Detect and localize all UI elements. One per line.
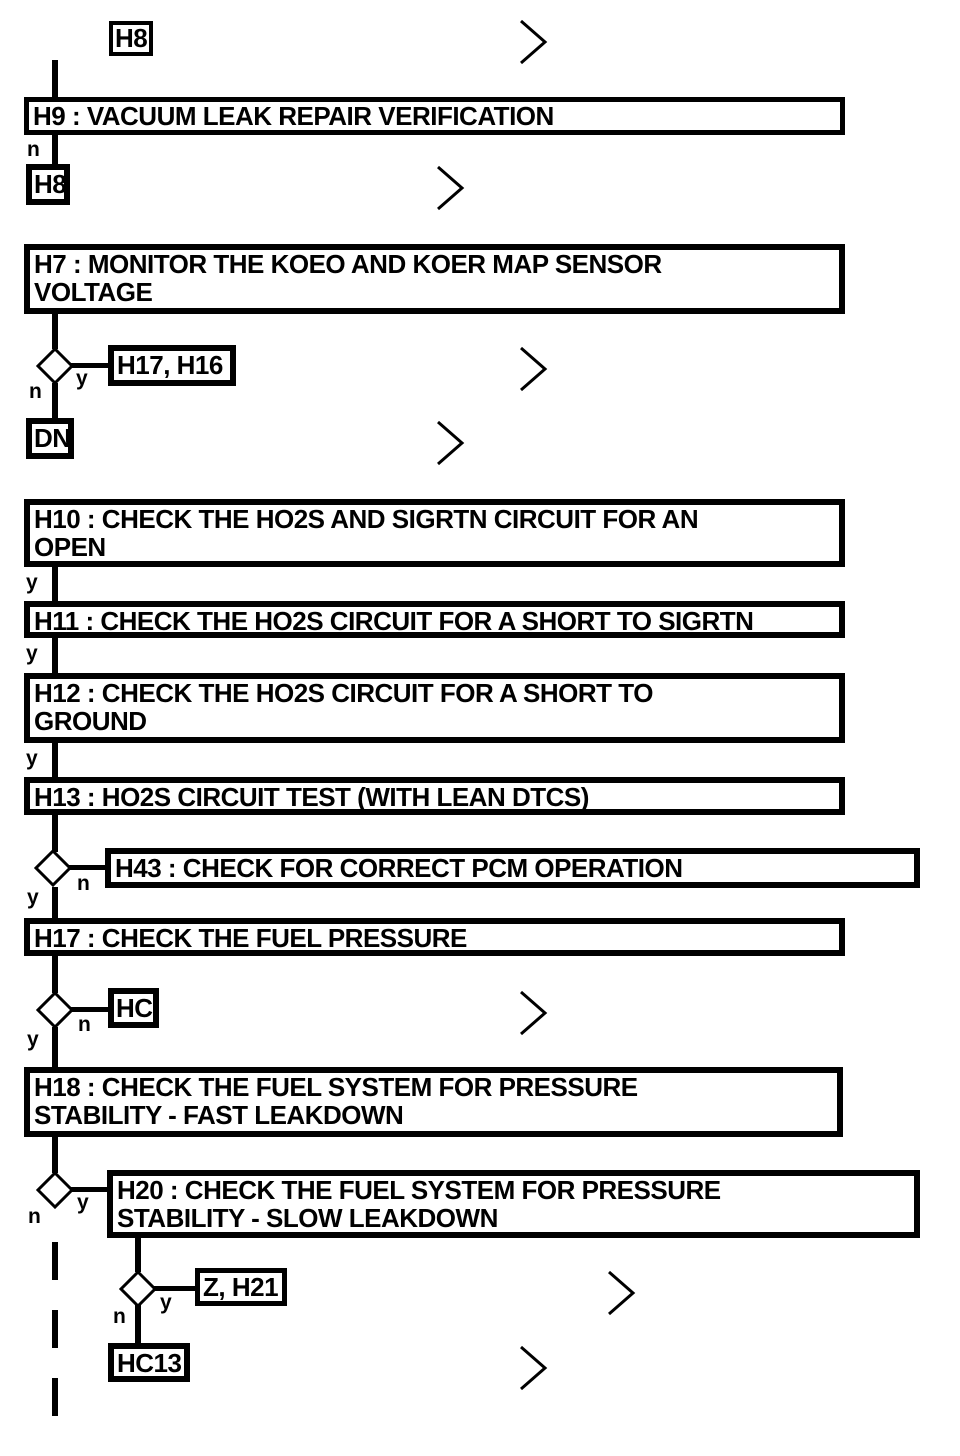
step-box-h20: H20 : CHECK THE FUEL SYSTEM FOR PRESSURE… — [107, 1170, 920, 1238]
connector-line — [135, 1236, 141, 1272]
connector-line — [71, 363, 109, 368]
step-box-h10: H10 : CHECK THE HO2S AND SIGRTN CIRCUIT … — [24, 499, 845, 567]
branch-label-y: y — [26, 642, 38, 665]
connector-box-h8-bottom: H8 — [26, 164, 70, 205]
branch-label-y: y — [160, 1291, 172, 1314]
connector-line — [71, 1007, 109, 1012]
branch-label-n: n — [28, 1205, 41, 1228]
connector-box-hc: HC — [108, 988, 159, 1028]
connector-line — [52, 1136, 58, 1173]
step-box-h9: H9 : VACUUM LEAK REPAIR VERIFICATION — [24, 97, 845, 135]
connector-box-h17-h16: H17, H16 — [108, 345, 236, 386]
decision-diamond — [36, 347, 74, 385]
step-box-h11: H11 : CHECK THE HO2S CIRCUIT FOR A SHORT… — [24, 601, 845, 638]
connector-line — [52, 60, 58, 98]
branch-label-y: y — [26, 571, 38, 594]
connector-box-dn: DN — [26, 418, 74, 459]
connector-line — [52, 566, 58, 602]
connector-line — [52, 637, 58, 674]
connector-line — [69, 865, 106, 870]
step-box-h7: H7 : MONITOR THE KOEO AND KOER MAP SENSO… — [24, 244, 845, 314]
dashed-connector-line — [52, 1242, 58, 1420]
connector-line — [52, 134, 58, 165]
connector-line — [52, 887, 58, 919]
connector-line — [52, 742, 58, 778]
decision-diamond — [34, 849, 72, 887]
connector-line — [52, 1027, 58, 1068]
decision-diamond — [36, 1171, 74, 1209]
continuation-chevron-icon — [435, 419, 467, 467]
decision-diamond — [119, 1270, 157, 1308]
connector-line — [135, 1305, 141, 1343]
step-box-h12: H12 : CHECK THE HO2S CIRCUIT FOR A SHORT… — [24, 673, 845, 743]
connector-line — [52, 383, 58, 419]
connector-line — [71, 1187, 108, 1192]
branch-label-n: n — [29, 380, 42, 403]
step-box-h17: H17 : CHECK THE FUEL PRESSURE — [24, 918, 845, 956]
connector-line — [52, 955, 58, 993]
continuation-chevron-icon — [606, 1269, 638, 1317]
branch-label-y: y — [77, 1191, 89, 1214]
step-box-h43: H43 : CHECK FOR CORRECT PCM OPERATION — [105, 848, 920, 888]
branch-label-n: n — [113, 1305, 126, 1328]
branch-label-y: y — [27, 886, 39, 909]
branch-label-n: n — [27, 138, 40, 161]
decision-diamond — [36, 991, 74, 1029]
branch-label-n: n — [78, 1013, 91, 1036]
continuation-chevron-icon — [518, 345, 550, 393]
connector-line — [154, 1286, 196, 1291]
step-box-h13: H13 : HO2S CIRCUIT TEST (WITH LEAN DTCS) — [24, 777, 845, 815]
connector-box-z-h21: Z, H21 — [195, 1268, 287, 1306]
connector-line — [52, 313, 58, 349]
connector-box-hc13: HC13 — [108, 1343, 190, 1382]
continuation-chevron-icon — [518, 1344, 550, 1392]
continuation-chevron-icon — [518, 18, 550, 66]
step-box-h18: H18 : CHECK THE FUEL SYSTEM FOR PRESSURE… — [24, 1067, 843, 1137]
continuation-chevron-icon — [435, 164, 467, 212]
connector-box-h8-top: H8 — [109, 21, 153, 56]
branch-label-n: n — [77, 872, 90, 895]
branch-label-y: y — [76, 367, 88, 390]
branch-label-y: y — [27, 1028, 39, 1051]
connector-line — [52, 814, 58, 852]
continuation-chevron-icon — [518, 989, 550, 1037]
branch-label-y: y — [26, 747, 38, 770]
